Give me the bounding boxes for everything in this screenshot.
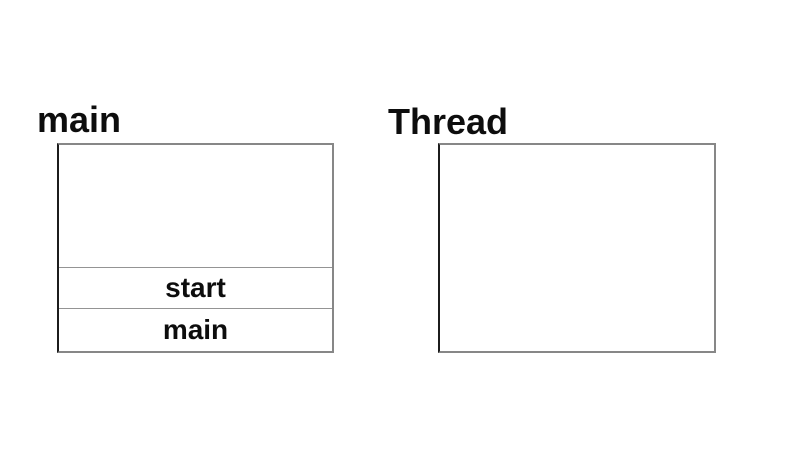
main-stack-title: main	[37, 99, 122, 140]
main-stack-empty-area	[59, 145, 332, 267]
thread-stack-box	[438, 143, 716, 353]
stack-frame-main: main	[59, 308, 332, 351]
thread-stack-empty-area	[440, 145, 714, 351]
main-stack-box: start main	[57, 143, 334, 353]
thread-stack-title: Thread	[388, 101, 509, 142]
stack-frame-start: start	[59, 267, 332, 308]
